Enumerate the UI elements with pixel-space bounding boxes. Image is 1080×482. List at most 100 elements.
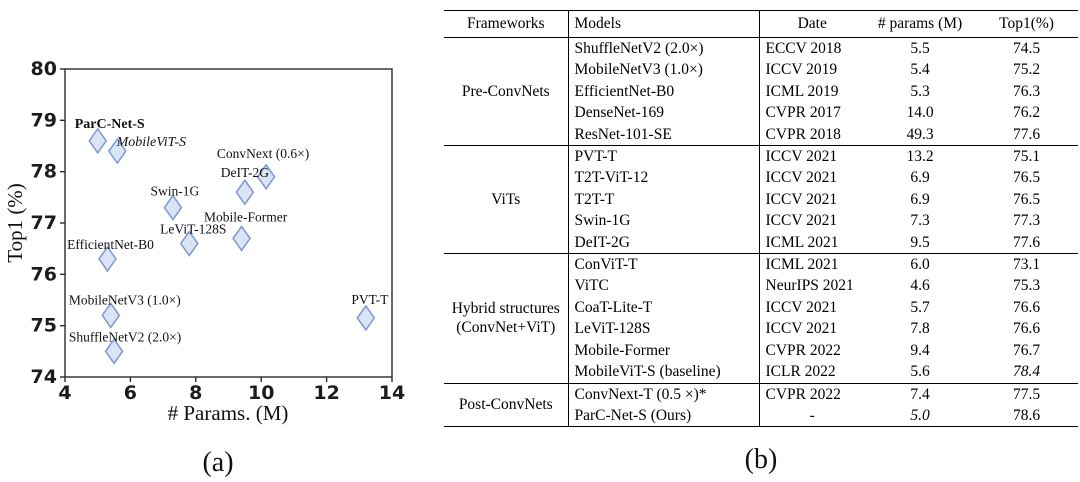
data-point-label-swin-1g: Swin-1G (151, 184, 200, 199)
model-cell: T2T-ViT-12 (568, 167, 760, 189)
data-point-convnext-0-6 (256, 163, 276, 191)
data-point-parc-net-s (88, 127, 108, 155)
benchmark-table: Frameworks Models Date # params (M) Top1… (444, 10, 1078, 428)
y-axis-label: Top1 (%) (3, 183, 27, 263)
model-cell: ConvNext-T (0.5 ×)* (568, 382, 760, 405)
data-point-efficientnet-b0 (98, 245, 117, 273)
top1-cell: 76.3 (1012, 82, 1041, 100)
y-tick-label: 77 (31, 212, 57, 234)
table-row: Hybrid structures(ConvNet+ViT) ConViT-T IC… (444, 253, 1078, 383)
y-tick-label: 79 (31, 109, 57, 131)
date-cell: ICCV 2019 (765, 61, 838, 79)
table-row: LeViT-128S ICCV 2021 7.8 76.6 (444, 318, 1078, 340)
top1-cell: 76.6 (1012, 320, 1041, 338)
data-point-levit-128s (179, 230, 199, 257)
date-cell: NeurIPS 2021 (765, 277, 854, 295)
top1-cell: 77.6 (1012, 233, 1041, 251)
model-cell: EfficientNet-B0 (568, 80, 760, 103)
params-cell: 9.5 (910, 233, 930, 251)
params-cell: 6.0 (865, 253, 975, 276)
column-header-top1: Top1(%) (975, 10, 1078, 38)
data-point-mobilevit-s (107, 137, 127, 165)
model-cell: DeIT-2G (568, 231, 760, 254)
framework-line: Post-ConvNets (458, 396, 553, 414)
y-tick-label: 80 (31, 58, 57, 80)
params-cell: 49.3 (906, 125, 934, 143)
model-cell: DenseNet-169 (568, 102, 760, 124)
x-tick-label: 8 (189, 382, 202, 404)
top1-cell: 74.5 (975, 37, 1078, 60)
data-point-label-parc-net-s: ParC-Net-S (75, 117, 145, 132)
x-tick-label: 4 (58, 382, 71, 404)
framework-cell: Pre-ConvNets (444, 36, 569, 146)
top1-cell: 75.2 (1012, 61, 1041, 79)
model-cell: T2T-T (568, 188, 760, 211)
data-point-mobilenetv3-1-0 (101, 302, 121, 329)
model-cell: ConViT-T (568, 253, 760, 276)
model-cell: Mobile-Former (568, 339, 760, 362)
table-row: Post-ConvNets ConvNext-T (0.5 ×)*CVPR 202… (444, 382, 1078, 427)
table-header: Frameworks Models Date # params (M) Top1… (444, 10, 1078, 38)
y-tick-label: 75 (31, 315, 57, 337)
params-cell: 7.8 (910, 320, 930, 338)
date-cell: CVPR 2017 (765, 104, 841, 122)
top1-cell: 77.6 (1012, 125, 1041, 143)
date-cell: CVPR 2022 (759, 382, 865, 405)
x-tick-label: 10 (248, 382, 274, 404)
params-cell: 7.3 (910, 212, 930, 230)
date-cell: ICCV 2021 (765, 190, 838, 208)
column-header-date: Date (759, 10, 865, 38)
top1-cell: 76.5 (1012, 190, 1041, 208)
table-row: T2T-T ICCV 2021 6.9 76.5 (444, 188, 1078, 211)
data-point-label-deit-2g: DeIT-2G (221, 165, 269, 180)
params-cell: 7.4 (865, 382, 975, 405)
params-cell: 6.9 (910, 190, 930, 208)
framework-cell: Post-ConvNets (444, 382, 569, 427)
params-cell: 5.4 (910, 61, 930, 79)
date-cell: ICML 2019 (765, 82, 839, 100)
top1-cell: 75.3 (1012, 277, 1041, 295)
date-cell: CVPR 2018 (765, 125, 841, 143)
framework-line: Hybrid structures (451, 300, 560, 318)
y-tick-label: 78 (31, 161, 57, 183)
framework-line: Pre-ConvNets (461, 83, 550, 101)
top1-cell: 76.7 (1012, 341, 1041, 359)
column-header-params: # params (M) (865, 10, 975, 38)
date-cell: CVPR 2022 (765, 341, 841, 359)
date-cell: - (809, 406, 815, 424)
table-row: MobileNetV3 (1.0×) ICCV 2019 5.4 75.2 (444, 59, 1078, 81)
model-cell: MobileViT-S (baseline) (568, 361, 760, 383)
data-point-label-levit-128s: LeViT-128S (160, 222, 226, 237)
data-point-label-pvt-t: PVT-T (351, 292, 389, 307)
model-cell: ParC-Net-S (Ours) (568, 404, 760, 427)
framework-line: (ConvNet+ViT) (456, 319, 556, 337)
model-cell: MobileNetV3 (1.0×) (568, 59, 760, 81)
x-tick-label: 6 (124, 382, 137, 404)
data-point-label-efficientnet-b0: EfficientNet-B0 (67, 237, 154, 252)
top1-cell: 76.5 (1012, 169, 1041, 187)
date-cell: ICLR 2022 (765, 363, 836, 381)
x-tick-label: 12 (313, 382, 339, 404)
x-axis-label: # Params. (M) (168, 401, 289, 425)
data-point-mobile-former (232, 225, 251, 252)
caption-b: (b) (744, 444, 778, 475)
data-point-swin-1g (163, 194, 183, 221)
params-cell: 13.2 (865, 145, 975, 168)
data-point-label-convnext-0-6: ConvNext (0.6×) (217, 146, 309, 161)
date-cell: ICCV 2021 (765, 169, 838, 187)
model-cell: LeViT-128S (568, 318, 760, 340)
date-cell: ICCV 2021 (765, 320, 838, 338)
